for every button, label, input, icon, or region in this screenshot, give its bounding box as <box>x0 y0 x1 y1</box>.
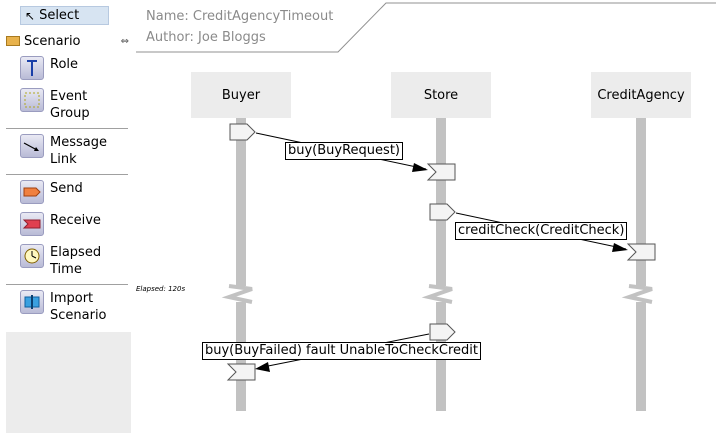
receive-icon <box>20 212 44 236</box>
palette-item-role[interactable]: Role <box>20 56 128 80</box>
select-label: Select <box>39 8 80 23</box>
lifeline-head-store[interactable]: Store <box>391 72 491 118</box>
time-break-store <box>421 284 453 304</box>
lifeline-creditagency <box>636 118 646 411</box>
import-scenario-icon <box>20 290 44 314</box>
palette-item-message-link[interactable]: Message Link <box>20 134 128 168</box>
palette-separator <box>6 174 128 175</box>
lifeline-label: CreditAgency <box>597 87 685 103</box>
send-event-buy-request <box>229 123 256 141</box>
receive-event-credit-check <box>626 243 656 261</box>
diagram-name: Name: CreditAgencyTimeout <box>146 9 334 24</box>
palette-item-label: Message Link <box>50 135 107 167</box>
lifeline-head-buyer[interactable]: Buyer <box>191 72 291 118</box>
role-icon <box>20 56 44 80</box>
send-event-credit-check <box>429 203 456 221</box>
collapse-drawer-icon[interactable]: ⇔ <box>120 35 129 47</box>
elapsed-time-icon <box>20 244 44 268</box>
scenario-drawer-label: Scenario <box>24 33 81 49</box>
lifeline-store <box>436 118 446 411</box>
message-label-buy-request[interactable]: buy(BuyRequest) <box>285 142 403 160</box>
send-event-buy-failed <box>429 323 456 341</box>
message-link-icon <box>20 134 44 158</box>
time-break-buyer <box>221 284 253 304</box>
lifeline-label: Buyer <box>221 87 261 103</box>
scenario-drawer[interactable]: Scenario ⇔ <box>6 31 131 51</box>
palette-separator <box>6 128 128 129</box>
elapsed-time-label[interactable]: Elapsed: 120s <box>136 285 186 293</box>
palette-separator <box>6 284 128 285</box>
diagram-header: Name: CreditAgencyTimeout Author: Joe Bl… <box>146 6 333 48</box>
select-tool[interactable]: ↖ Select <box>20 6 109 25</box>
message-label-buy-failed[interactable]: buy(BuyFailed) fault UnableToCheckCredit <box>202 342 482 360</box>
folder-open-icon <box>6 36 20 46</box>
arrow-cursor-icon: ↖ <box>25 8 36 23</box>
arrowhead <box>412 163 428 172</box>
diagram-header-frame <box>136 2 716 53</box>
palette-item-receive[interactable]: Receive <box>20 212 128 236</box>
palette-empty-area <box>6 332 131 433</box>
palette-item-label: Receive <box>50 213 101 228</box>
lifeline-head-creditagency[interactable]: CreditAgency <box>591 72 691 118</box>
palette: ↖ Select Scenario ⇔ Role Event Group <box>0 0 131 433</box>
palette-item-elapsed-time[interactable]: Elapsed Time <box>20 244 128 278</box>
palette-item-label: Role <box>50 57 79 72</box>
palette-item-label: Import Scenario <box>50 291 107 323</box>
receive-event-buy-request <box>426 163 456 181</box>
diagram-author: Author: Joe Bloggs <box>146 30 266 45</box>
arrowhead <box>255 362 270 372</box>
lifeline-label: Store <box>423 87 459 103</box>
time-break-creditagency <box>621 284 653 304</box>
message-label-credit-check[interactable]: creditCheck(CreditCheck) <box>455 222 628 240</box>
palette-item-label: Send <box>50 181 83 196</box>
palette-item-send[interactable]: Send <box>20 180 128 204</box>
send-icon <box>20 180 44 204</box>
palette-item-event-group[interactable]: Event Group <box>20 88 128 122</box>
palette-item-label: Elapsed Time <box>50 245 102 277</box>
receive-event-buy-failed <box>226 363 256 381</box>
palette-item-label: Event Group <box>50 89 90 121</box>
palette-item-import-scenario[interactable]: Import Scenario <box>20 290 128 324</box>
event-group-icon <box>20 88 44 112</box>
arrowhead <box>612 243 628 252</box>
